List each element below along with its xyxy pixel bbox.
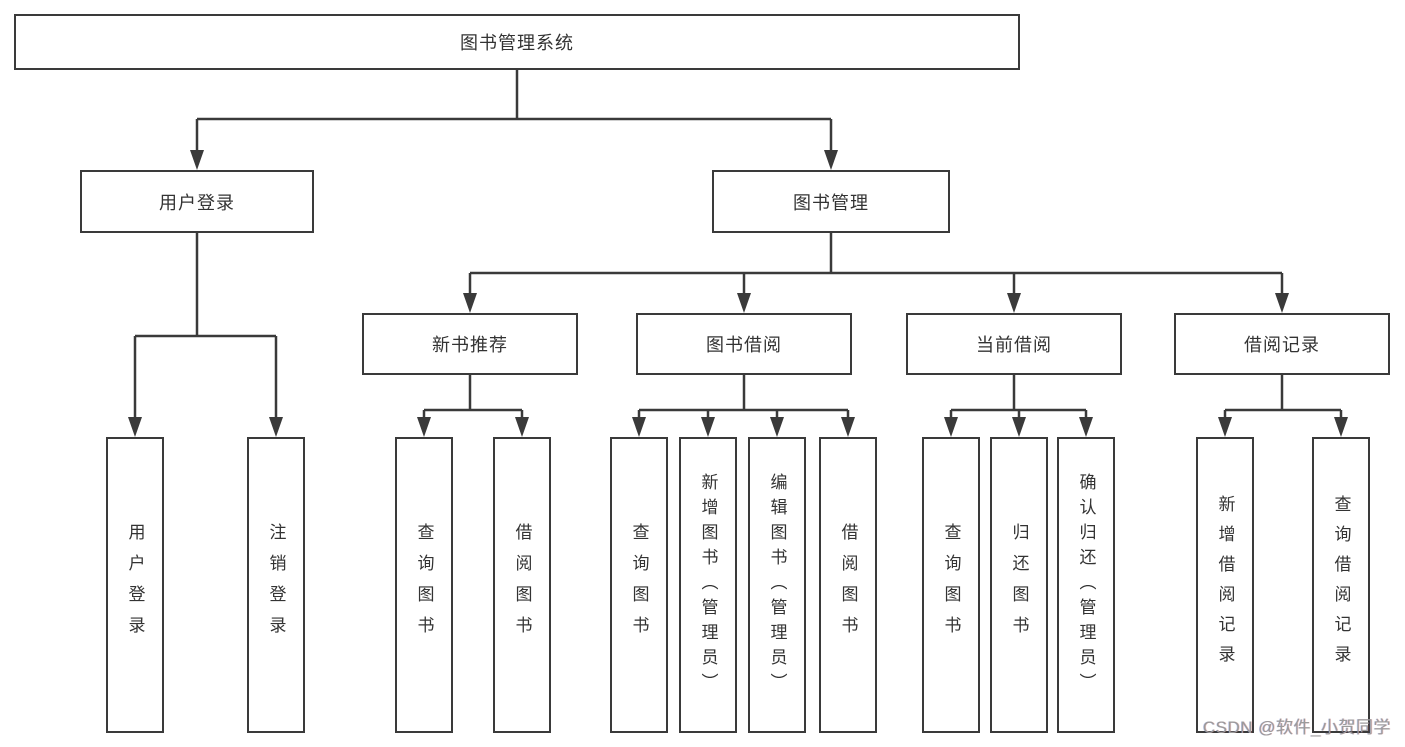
leaf-add-books-admin-label: 新增图书（管理员）: [698, 472, 718, 698]
leaf-current-query-books-label: 查询图书: [941, 523, 961, 647]
leaf-add-borrow-record: 新增借阅记录: [1196, 437, 1254, 733]
leaf-new-books-query-books: 查询图书: [395, 437, 453, 733]
node-book-borrowing: 图书借阅: [636, 313, 852, 375]
node-book-borrowing-label: 图书借阅: [706, 335, 782, 355]
node-current-borrowing: 当前借阅: [906, 313, 1122, 375]
leaf-confirm-return-admin-label: 确认归还（管理员）: [1076, 472, 1096, 698]
node-new-books: 新书推荐: [362, 313, 578, 375]
node-book-management: 图书管理: [712, 170, 950, 233]
csdn-watermark: CSDN @软件_小贺同学: [1202, 718, 1391, 737]
node-book-management-label: 图书管理: [793, 192, 869, 213]
leaf-add-books-admin: 新增图书（管理员）: [679, 437, 737, 733]
leaf-edit-books-admin: 编辑图书（管理员）: [748, 437, 806, 733]
node-borrowing-records: 借阅记录: [1174, 313, 1390, 375]
connector-book-management-children: [463, 233, 1289, 313]
leaf-current-query-books: 查询图书: [922, 437, 980, 733]
connector-current-borrowing-children: [944, 375, 1093, 437]
node-new-books-label: 新书推荐: [432, 335, 508, 355]
leaf-new-books-borrow-books-label: 借阅图书: [512, 523, 532, 647]
leaf-borrowing-borrow-books: 借阅图书: [819, 437, 877, 733]
node-current-borrowing-label: 当前借阅: [976, 335, 1052, 355]
leaf-logout: 注销登录: [247, 437, 305, 733]
leaf-user-login-label: 用户登录: [125, 523, 145, 647]
leaf-new-books-borrow-books: 借阅图书: [493, 437, 551, 733]
node-user-login-label: 用户登录: [159, 192, 235, 213]
node-root-label: 图书管理系统: [460, 33, 574, 53]
leaf-borrowing-query-books-label: 查询图书: [629, 523, 649, 647]
connector-borrowing-records-children: [1218, 375, 1348, 437]
connector-root-to-level2: [190, 69, 838, 170]
leaf-edit-books-admin-label: 编辑图书（管理员）: [767, 472, 787, 698]
leaf-return-books-label: 归还图书: [1009, 523, 1029, 647]
connector-user-login-children: [128, 233, 283, 437]
leaf-user-login: 用户登录: [106, 437, 164, 733]
node-user-login: 用户登录: [80, 170, 314, 233]
node-root: 图书管理系统: [14, 14, 1020, 70]
leaf-confirm-return-admin: 确认归还（管理员）: [1057, 437, 1115, 733]
connector-book-borrowing-children: [632, 375, 855, 437]
leaf-query-borrow-record: 查询借阅记录: [1312, 437, 1370, 733]
leaf-borrowing-borrow-books-label: 借阅图书: [838, 523, 858, 647]
node-borrowing-records-label: 借阅记录: [1244, 335, 1320, 355]
leaf-query-borrow-record-label: 查询借阅记录: [1331, 495, 1351, 675]
leaf-add-borrow-record-label: 新增借阅记录: [1215, 495, 1235, 675]
leaf-borrowing-query-books: 查询图书: [610, 437, 668, 733]
leaf-logout-label: 注销登录: [266, 523, 286, 647]
leaf-new-books-query-books-label: 查询图书: [414, 523, 434, 647]
leaf-return-books: 归还图书: [990, 437, 1048, 733]
connector-new-books-children: [417, 375, 529, 437]
